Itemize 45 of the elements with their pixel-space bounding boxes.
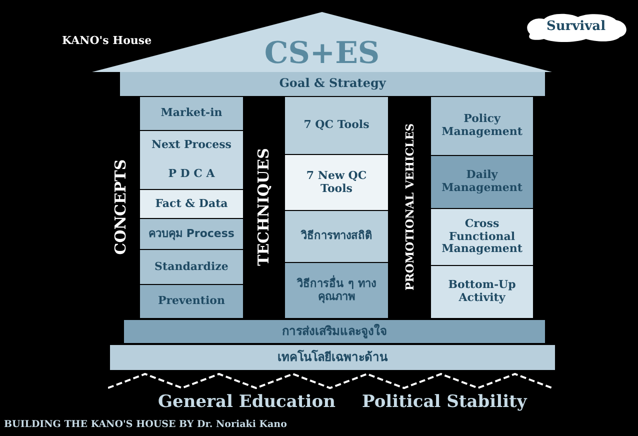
cell-text: 7 New QC Tools [305,170,368,196]
pillar-title: CONCEPTS [114,159,128,255]
strategy-band [120,72,545,96]
table-cell [285,263,388,318]
cell-text: Bottom-Up Activity [447,279,517,305]
table-cell [431,209,533,265]
cell-text: การส่งเสริมและจูงใจ [282,324,387,338]
table-cell [285,97,388,154]
roof-title: CS+ES [264,36,380,72]
cell-text: Cross Functional Management [440,218,524,256]
footer-note: BUILDING THE KANO'S HOUSE BY Dr. Noriaki Kano [4,419,287,430]
cell-text: ควบคุม Process [148,228,234,240]
cell-text: 7 QC Tools [304,119,370,132]
foundation-text: General Education [158,392,336,412]
foundation-band [124,320,545,343]
table-cell [140,97,243,130]
table-cell [431,266,533,318]
cell-text: Goal & Strategy [279,77,386,91]
cloud-text: Survival [546,20,606,34]
cell-text: วิธีการทางสถิติ [301,230,372,243]
table-cell [431,156,533,208]
table-cell [431,97,533,155]
foundation-band [110,345,555,370]
table-cell [140,250,243,284]
table-cell [140,285,243,318]
cell-text: วิธีการอื่น ๆ ทางคุณภาพ [296,278,377,304]
foundation-text: Political Stability [362,392,527,412]
house-label: KANO's House [62,34,152,47]
table-cell [285,155,388,210]
table-cell [285,211,388,262]
cell-text: Standardize [154,260,228,274]
cell-text: Daily Management [440,169,524,195]
table-cell [140,219,243,249]
pillar-title: PROMOTIONAL VEHICLES [404,123,416,291]
cell-text: Prevention [158,295,226,308]
cell-text: P D C A [168,168,215,180]
pillar-title: TECHNIQUES [256,148,272,266]
table-cell [140,190,243,218]
table-cell [140,159,243,189]
cell-text: Market-in [160,107,222,120]
table-cell [140,131,243,159]
cell-text: Fact & Data [155,198,228,210]
cell-text: Next Process [151,138,232,152]
cell-text: Policy Management [440,113,524,139]
cell-text: เทคโนโลยีเฉพาะด้าน [278,350,388,364]
